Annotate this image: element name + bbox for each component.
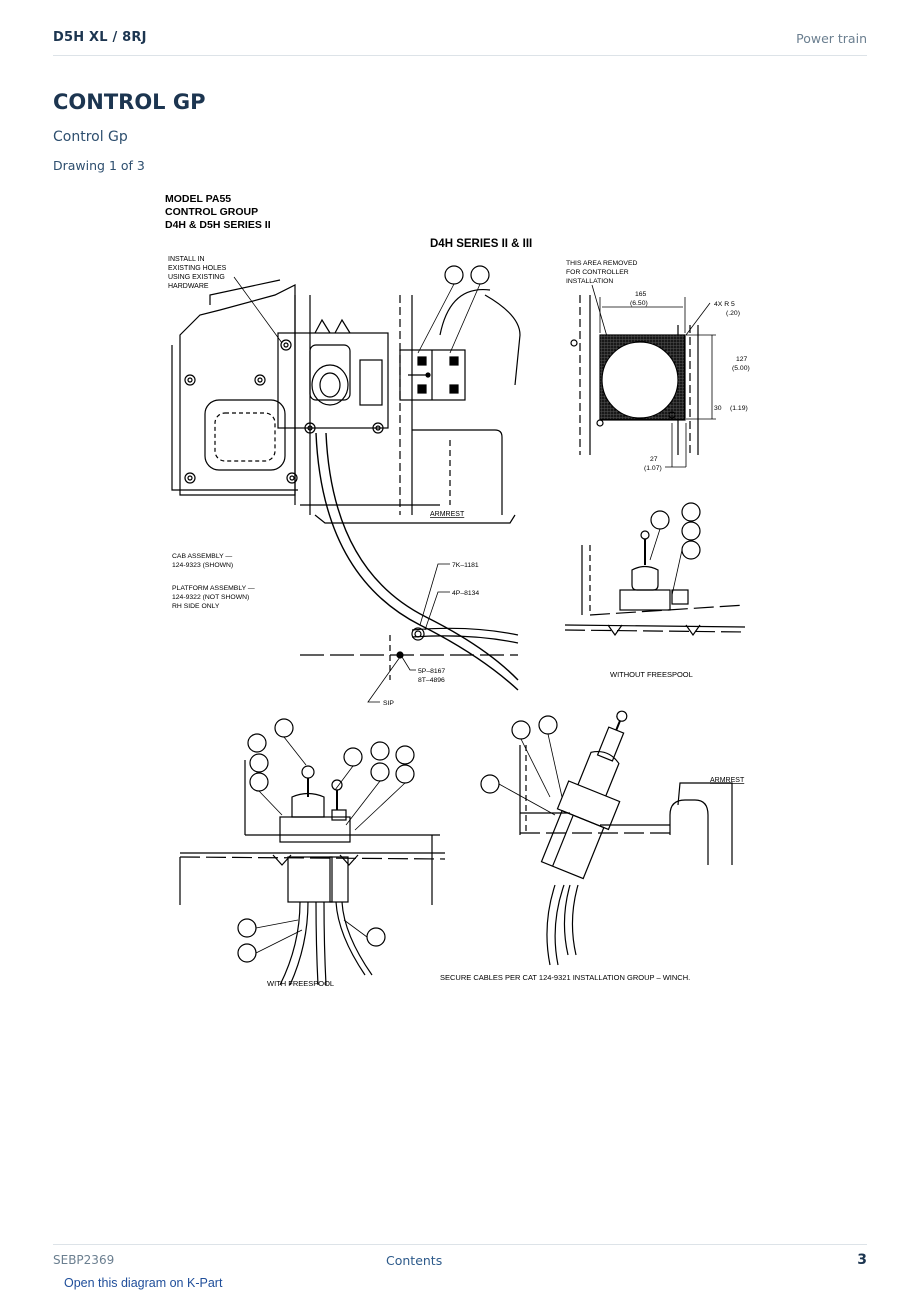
svg-text:(1.07): (1.07) <box>644 465 662 472</box>
svg-text:HARDWARE: HARDWARE <box>168 283 209 290</box>
svg-text:USING EXISTING: USING EXISTING <box>168 274 225 281</box>
svg-text:30: 30 <box>714 405 722 412</box>
svg-text:(1.19): (1.19) <box>730 405 748 412</box>
cab-assembly-note: CAB ASSEMBLY — 124-9323 (SHOWN) <box>172 553 233 569</box>
without-freespool-view: WITHOUT FREESPOOL <box>564 502 746 679</box>
model-block-line-2: CONTROL GROUP <box>165 206 258 218</box>
svg-text:4X R 5: 4X R 5 <box>714 301 735 308</box>
svg-text:127: 127 <box>736 356 748 363</box>
platform-assembly-note: PLATFORM ASSEMBLY — 124-9322 (NOT SHOWN)… <box>172 585 255 610</box>
model-header: D5H XL / 8RJ <box>53 30 147 45</box>
svg-text:27: 27 <box>650 456 658 463</box>
footer-divider <box>53 1244 867 1245</box>
contents-link[interactable]: Contents <box>386 1253 443 1268</box>
svg-text:FOR CONTROLLER: FOR CONTROLLER <box>566 269 629 276</box>
section-header: Power train <box>796 31 867 46</box>
svg-text:(6.50): (6.50) <box>630 300 648 307</box>
svg-text:EXISTING HOLES: EXISTING HOLES <box>168 265 227 272</box>
area-removed-view: THIS AREA REMOVED FOR CONTROLLER INSTALL… <box>566 260 750 472</box>
svg-text:165: 165 <box>635 291 647 298</box>
svg-text:5P–8167: 5P–8167 <box>418 668 445 675</box>
armrest-label-2: ARMREST <box>710 777 745 784</box>
svg-text:INSTALLATION: INSTALLATION <box>566 278 613 285</box>
model-block-line-1: MODEL PA55 <box>165 193 231 205</box>
control-group-diagram: MODEL PA55 CONTROL GROUP D4H & D5H SERIE… <box>165 193 750 988</box>
series-title: D4H SERIES II & III <box>430 238 532 250</box>
page-number: 3 <box>857 1252 867 1268</box>
page-subtitle: Control Gp <box>53 129 128 145</box>
main-assembly-view: ARMREST <box>171 265 521 524</box>
svg-text:RH SIDE ONLY: RH SIDE ONLY <box>172 603 220 610</box>
open-in-kpart-link[interactable]: Open this diagram on K-Part <box>64 1276 223 1290</box>
part-5p-8167: 5P–8167 8T–4896 <box>418 668 445 684</box>
install-note: INSTALL IN EXISTING HOLES USING EXISTING… <box>168 256 227 290</box>
with-freespool-view: WITH FREESPOOL <box>179 718 446 988</box>
svg-text:CAB ASSEMBLY —: CAB ASSEMBLY — <box>172 553 232 560</box>
svg-text:124-9322 (NOT SHOWN): 124-9322 (NOT SHOWN) <box>172 594 249 601</box>
page-title: CONTROL GP <box>53 90 206 114</box>
header-divider <box>53 55 867 56</box>
part-7k-1181: 7K–1181 <box>452 562 479 569</box>
part-4p-8134: 4P–8134 <box>452 590 479 597</box>
without-freespool-label: WITHOUT FREESPOOL <box>610 670 693 679</box>
document-id: SEBP2369 <box>53 1253 115 1267</box>
svg-text:THIS AREA REMOVED: THIS AREA REMOVED <box>566 260 637 267</box>
secure-cables-note: SECURE CABLES PER CAT 124-9321 INSTALLAT… <box>440 973 690 982</box>
svg-text:PLATFORM ASSEMBLY —: PLATFORM ASSEMBLY — <box>172 585 255 592</box>
model-block-line-3: D4H & D5H SERIES II <box>165 219 271 231</box>
armrest-label: ARMREST <box>430 511 465 518</box>
svg-text:8T–4896: 8T–4896 <box>418 677 445 684</box>
svg-text:124-9323 (SHOWN): 124-9323 (SHOWN) <box>172 562 233 569</box>
drawing-number: Drawing 1 of 3 <box>53 158 145 173</box>
armrest-inclined-view: ARMREST SECURE CABLES PER CAT 124-9321 I… <box>440 710 745 982</box>
svg-text:(.20): (.20) <box>726 310 740 317</box>
sip-label: SIP <box>383 700 394 707</box>
svg-text:(5.00): (5.00) <box>732 365 750 372</box>
with-freespool-label: WITH FREESPOOL <box>267 979 334 988</box>
svg-text:INSTALL IN: INSTALL IN <box>168 256 205 263</box>
